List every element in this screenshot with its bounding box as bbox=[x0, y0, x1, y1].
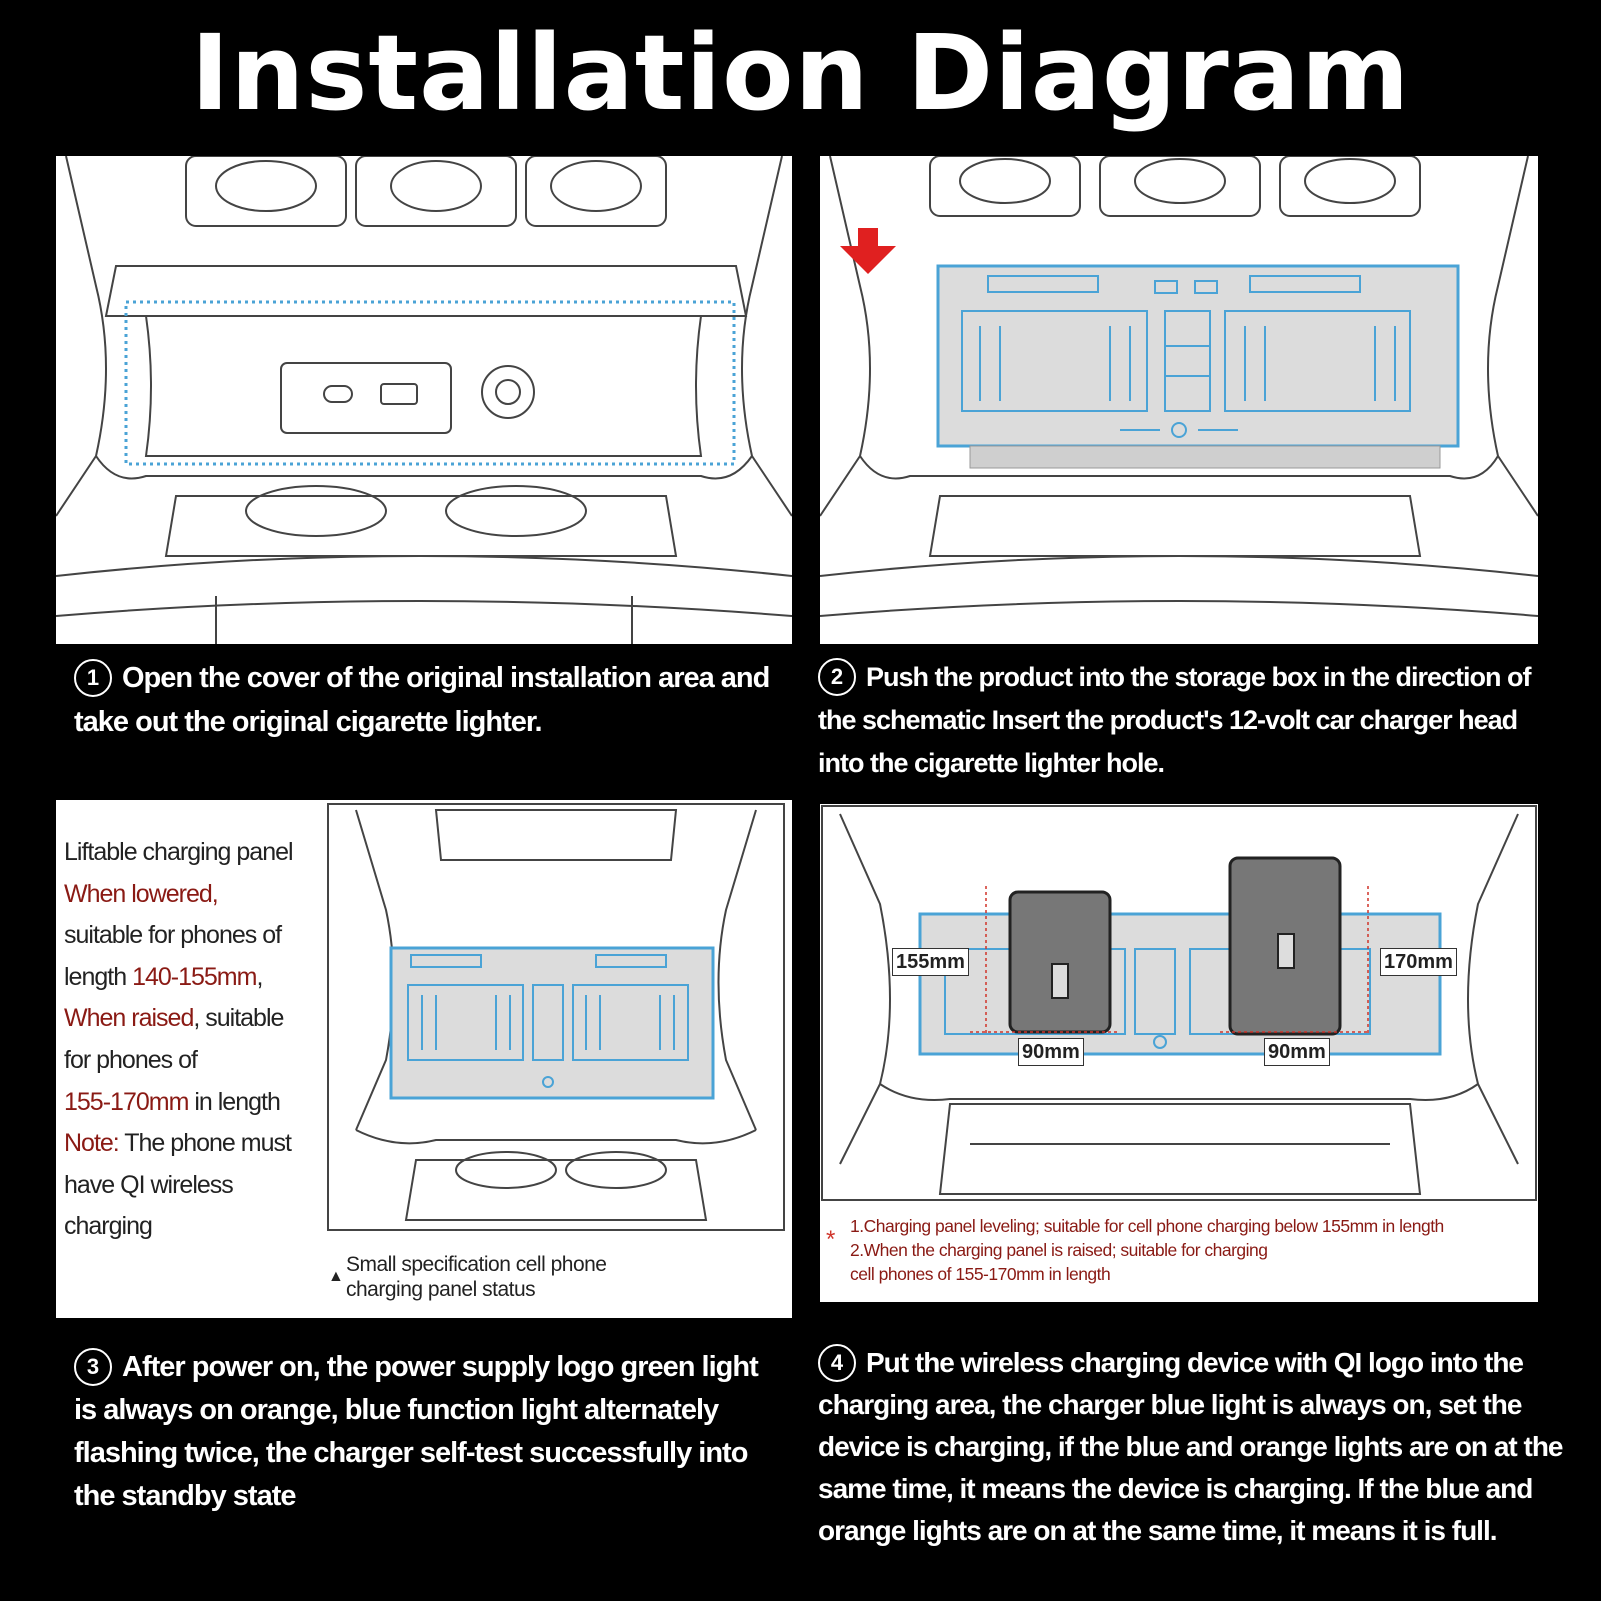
insert-arrow-icon bbox=[840, 228, 896, 274]
side-text: , bbox=[256, 962, 263, 991]
step4-text: Put the wireless charging device with QI… bbox=[818, 1347, 1563, 1546]
page-title: Installation Diagram bbox=[190, 12, 1411, 134]
side-line: 155-170mm in length bbox=[64, 1082, 324, 1124]
height-label-left: 155mm bbox=[892, 948, 969, 976]
step2-illustration bbox=[820, 156, 1538, 644]
step-number-badge: 1 bbox=[74, 659, 112, 697]
panel3-side-text: Liftable charging panel When lowered, su… bbox=[64, 832, 324, 1248]
side-line-highlight: When lowered, bbox=[64, 879, 219, 908]
side-text-highlight: Note: bbox=[64, 1129, 120, 1158]
side-line: have QI wireless bbox=[64, 1170, 234, 1199]
caption-line: Small specification cell phone bbox=[346, 1253, 607, 1276]
note-line: 1.Charging panel leveling; suitable for … bbox=[850, 1216, 1444, 1236]
side-text: , suitable bbox=[193, 1004, 284, 1033]
side-text: in length bbox=[188, 1087, 281, 1116]
console-drawing bbox=[56, 156, 792, 644]
caption-line: charging panel status bbox=[346, 1278, 536, 1301]
side-line: When raised, suitable bbox=[64, 998, 324, 1040]
step1-text: Open the cover of the original installat… bbox=[74, 662, 770, 738]
side-text: The phone must bbox=[118, 1129, 292, 1158]
console-with-phones-drawing bbox=[821, 805, 1537, 1201]
step-number-badge: 4 bbox=[818, 1344, 856, 1382]
side-line: Liftable charging panel bbox=[64, 838, 294, 866]
triangle-marker-icon: ▲ bbox=[328, 1268, 344, 1285]
step-number-badge: 2 bbox=[818, 658, 856, 696]
note-line: cell phones of 155-170mm in length bbox=[850, 1264, 1111, 1284]
side-text-highlight: 140-155mm bbox=[132, 962, 257, 991]
side-line: Note: The phone must bbox=[64, 1123, 324, 1165]
console-small-panel-drawing bbox=[327, 803, 785, 1231]
asterisk-icon: * bbox=[826, 1226, 836, 1253]
step3-illustration: Liftable charging panel When lowered, su… bbox=[56, 800, 792, 1318]
side-line: charging bbox=[64, 1212, 153, 1241]
side-text-highlight: 155-170mm bbox=[64, 1087, 189, 1116]
step-number-badge: 3 bbox=[74, 1348, 112, 1386]
console-with-charger-drawing bbox=[820, 156, 1538, 617]
battery-icon bbox=[1051, 963, 1069, 999]
step4-illustration: 155mm 170mm 90mm 90mm * 1.Charging panel… bbox=[820, 804, 1538, 1302]
side-line: suitable for phones of bbox=[64, 921, 282, 950]
phone-small-icon bbox=[1008, 890, 1112, 1034]
panel4-notes: 1.Charging panel leveling; suitable for … bbox=[850, 1214, 1444, 1286]
battery-icon bbox=[1277, 933, 1295, 969]
step2-text: Push the product into the storage box in… bbox=[818, 662, 1532, 778]
side-text: length bbox=[64, 962, 133, 991]
width-label-left: 90mm bbox=[1018, 1038, 1084, 1066]
height-label-right: 170mm bbox=[1380, 948, 1457, 976]
note-line: 2.When the charging panel is raised; sui… bbox=[850, 1240, 1268, 1260]
side-text-highlight: When raised bbox=[64, 1004, 194, 1033]
panel3-caption: Small specification cell phone charging … bbox=[346, 1252, 607, 1302]
step3-text: After power on, the power supply logo gr… bbox=[74, 1351, 759, 1512]
side-line: length 140-155mm, bbox=[64, 957, 324, 999]
step1-illustration bbox=[56, 156, 792, 644]
side-line: for phones of bbox=[64, 1045, 198, 1074]
width-label-right: 90mm bbox=[1264, 1038, 1330, 1066]
